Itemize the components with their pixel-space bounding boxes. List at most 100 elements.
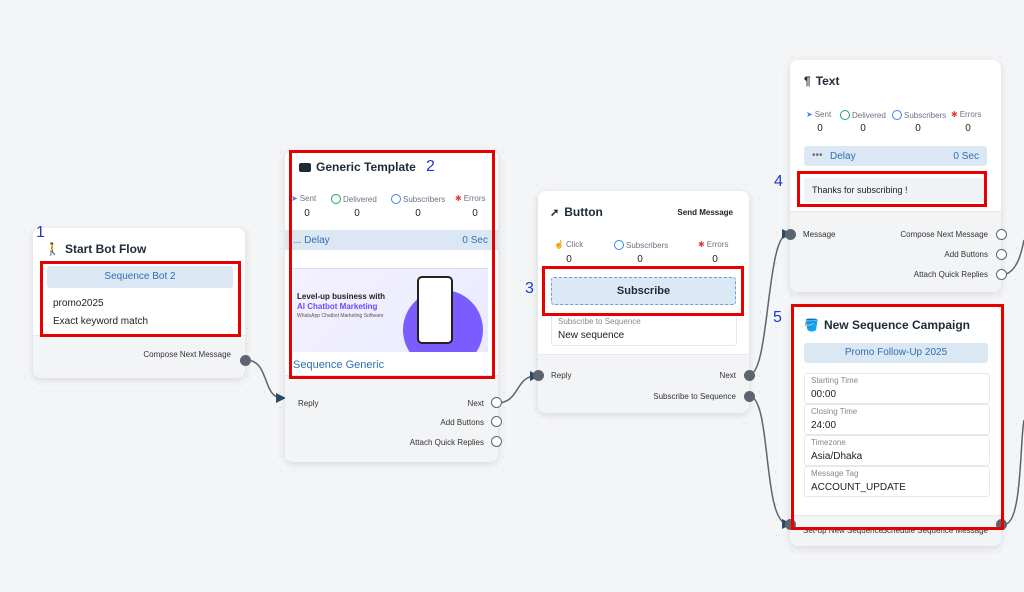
step-number-4: 4 — [774, 173, 783, 190]
delivered-value: 0 — [354, 208, 360, 219]
campaign-output-port[interactable] — [996, 519, 1007, 530]
generic-template-title: Generic Template — [299, 160, 416, 174]
generic-quick-replies-port[interactable] — [491, 436, 502, 447]
template-caption: Sequence Generic — [293, 359, 385, 371]
errors-stat-label: ✱Errors — [455, 194, 486, 203]
sent-value: 0 — [817, 123, 823, 134]
errors-value: 0 — [472, 208, 478, 219]
bug-icon: ✱ — [951, 110, 958, 119]
sequence-campaign-card[interactable]: 🪣 New Sequence Campaign Promo Follow-Up … — [790, 306, 1001, 546]
campaign-input-port[interactable] — [785, 519, 796, 530]
generic-next-port[interactable] — [491, 397, 502, 408]
delivered-stat-label: Delivered — [331, 194, 377, 204]
step-number-1: 1 — [36, 224, 45, 241]
sent-value: 0 — [304, 208, 310, 219]
delay-bar[interactable]: ... Delay 0 Sec — [285, 230, 498, 250]
text-compose-port[interactable] — [996, 229, 1007, 240]
button-next-port[interactable] — [744, 370, 755, 381]
text-add-buttons-port[interactable] — [996, 249, 1007, 260]
campaign-footer: Set-up New Sequence Schedule Sequence Me… — [790, 515, 1001, 546]
timezone-field[interactable]: Timezone Asia/Dhaka — [804, 435, 990, 466]
preview-headline-1: Level-up business with — [297, 292, 386, 301]
send-icon: ➤ — [291, 194, 298, 203]
subscribers-stat-label: Subscribers — [892, 110, 946, 120]
schedule-sequence-label: Schedule Sequence Message — [881, 526, 988, 535]
text-quick-replies-port[interactable] — [996, 269, 1007, 280]
quick-replies-label: Attach Quick Replies — [409, 438, 484, 447]
start-bot-flow-title: 🚶 Start Bot Flow — [45, 242, 147, 256]
dots-icon: ••• — [812, 150, 823, 161]
subscribe-button[interactable]: Subscribe — [551, 277, 736, 305]
step-number-2: 2 — [426, 158, 435, 175]
message-tag-field[interactable]: Message Tag ACCOUNT_UPDATE — [804, 466, 990, 497]
hand-click-icon: ☝ — [554, 240, 564, 249]
start-bot-flow-card[interactable]: 🚶 Start Bot Flow Sequence Bot 2 promo202… — [33, 228, 245, 378]
bug-icon: ✱ — [698, 240, 705, 249]
quick-replies-label: Attach Quick Replies — [913, 270, 988, 279]
button-reply-port[interactable] — [533, 370, 544, 381]
keyword-text: promo2025 — [53, 298, 104, 309]
button-footer: Reply Next Subscribe to Sequence — [538, 354, 749, 413]
send-icon: ➤ — [806, 110, 813, 119]
send-message-label: Send Message — [677, 208, 733, 217]
preview-headline-2: AI Chatbot Marketing — [297, 302, 378, 311]
subscribers-stat-label: Subscribers — [391, 194, 445, 204]
check-circle-icon — [331, 194, 341, 204]
check-circle-icon — [840, 110, 850, 120]
text-card-title: ¶ Text — [804, 74, 840, 88]
add-buttons-label: Add Buttons — [440, 418, 484, 427]
sequence-badge[interactable]: Sequence Bot 2 — [47, 266, 233, 288]
text-footer: Message Compose Next Message Add Buttons… — [790, 211, 1001, 292]
generic-footer: Reply Next Add Buttons Attach Quick Repl… — [285, 375, 498, 462]
step-number-5: 5 — [773, 309, 782, 326]
errors-stat-label: ✱Errors — [698, 240, 729, 249]
sent-stat-label: ➤Sent — [806, 110, 832, 119]
campaign-title: 🪣 New Sequence Campaign — [804, 318, 970, 332]
button-card[interactable]: ➚ Button Send Message ☝Click Subscribers… — [538, 191, 749, 413]
sent-stat-label: ➤Sent — [291, 194, 317, 203]
campaign-name-badge[interactable]: Promo Follow-Up 2025 — [804, 343, 988, 363]
add-buttons-label: Add Buttons — [944, 250, 988, 259]
bug-icon: ✱ — [455, 194, 462, 203]
message-label: Message — [803, 230, 836, 239]
user-circle-icon — [391, 194, 401, 204]
compose-next-label: Compose Next Message — [900, 230, 988, 239]
text-input-port[interactable] — [785, 229, 796, 240]
next-label: Next — [467, 399, 484, 408]
reply-label: Reply — [298, 399, 319, 408]
preview-subtext: WhatsApp Chatbot Marketing Software — [297, 313, 384, 319]
subscribers-value: 0 — [915, 123, 921, 134]
subscribe-sequence-field[interactable]: Subscribe to Sequence New sequence — [551, 314, 737, 346]
generic-add-buttons-port[interactable] — [491, 416, 502, 427]
setup-sequence-label: Set-up New Sequence — [803, 526, 884, 535]
starting-time-field[interactable]: Starting Time 00:00 — [804, 373, 990, 404]
id-card-icon — [299, 162, 311, 172]
subscribers-value: 0 — [637, 254, 643, 265]
paragraph-icon: ¶ — [804, 74, 811, 88]
errors-value: 0 — [712, 254, 718, 265]
subscribe-sequence-label: Subscribe to Sequence — [653, 392, 736, 401]
walking-person-icon: 🚶 — [45, 242, 60, 256]
user-circle-icon — [892, 110, 902, 120]
click-value: 0 — [566, 254, 572, 265]
user-circle-icon — [614, 240, 624, 250]
next-label: Next — [719, 371, 736, 380]
button-sub-seq-port[interactable] — [744, 391, 755, 402]
generic-template-card[interactable]: Generic Template ➤Sent Delivered Subscri… — [285, 150, 498, 462]
start-output-port[interactable] — [240, 355, 251, 366]
template-preview-image: Level-up business with AI Chatbot Market… — [293, 260, 488, 352]
subscribers-value: 0 — [415, 208, 421, 219]
start-footer: Compose Next Message — [33, 335, 245, 378]
closing-time-field[interactable]: Closing Time 24:00 — [804, 404, 990, 435]
message-text[interactable]: Thanks for subscribing ! — [804, 178, 984, 202]
text-card[interactable]: ¶ Text ➤Sent Delivered Subscribers ✱Erro… — [790, 60, 1001, 292]
delay-bar[interactable]: ••• Delay 0 Sec — [804, 146, 987, 166]
click-stat-label: ☝Click — [554, 240, 584, 249]
button-card-title: ➚ Button — [550, 205, 603, 219]
subscribers-stat-label: Subscribers — [614, 240, 668, 250]
reply-label: Reply — [551, 371, 572, 380]
paint-bucket-icon: 🪣 — [804, 318, 819, 332]
compose-next-label: Compose Next Message — [143, 350, 231, 359]
delivered-stat-label: Delivered — [840, 110, 886, 120]
